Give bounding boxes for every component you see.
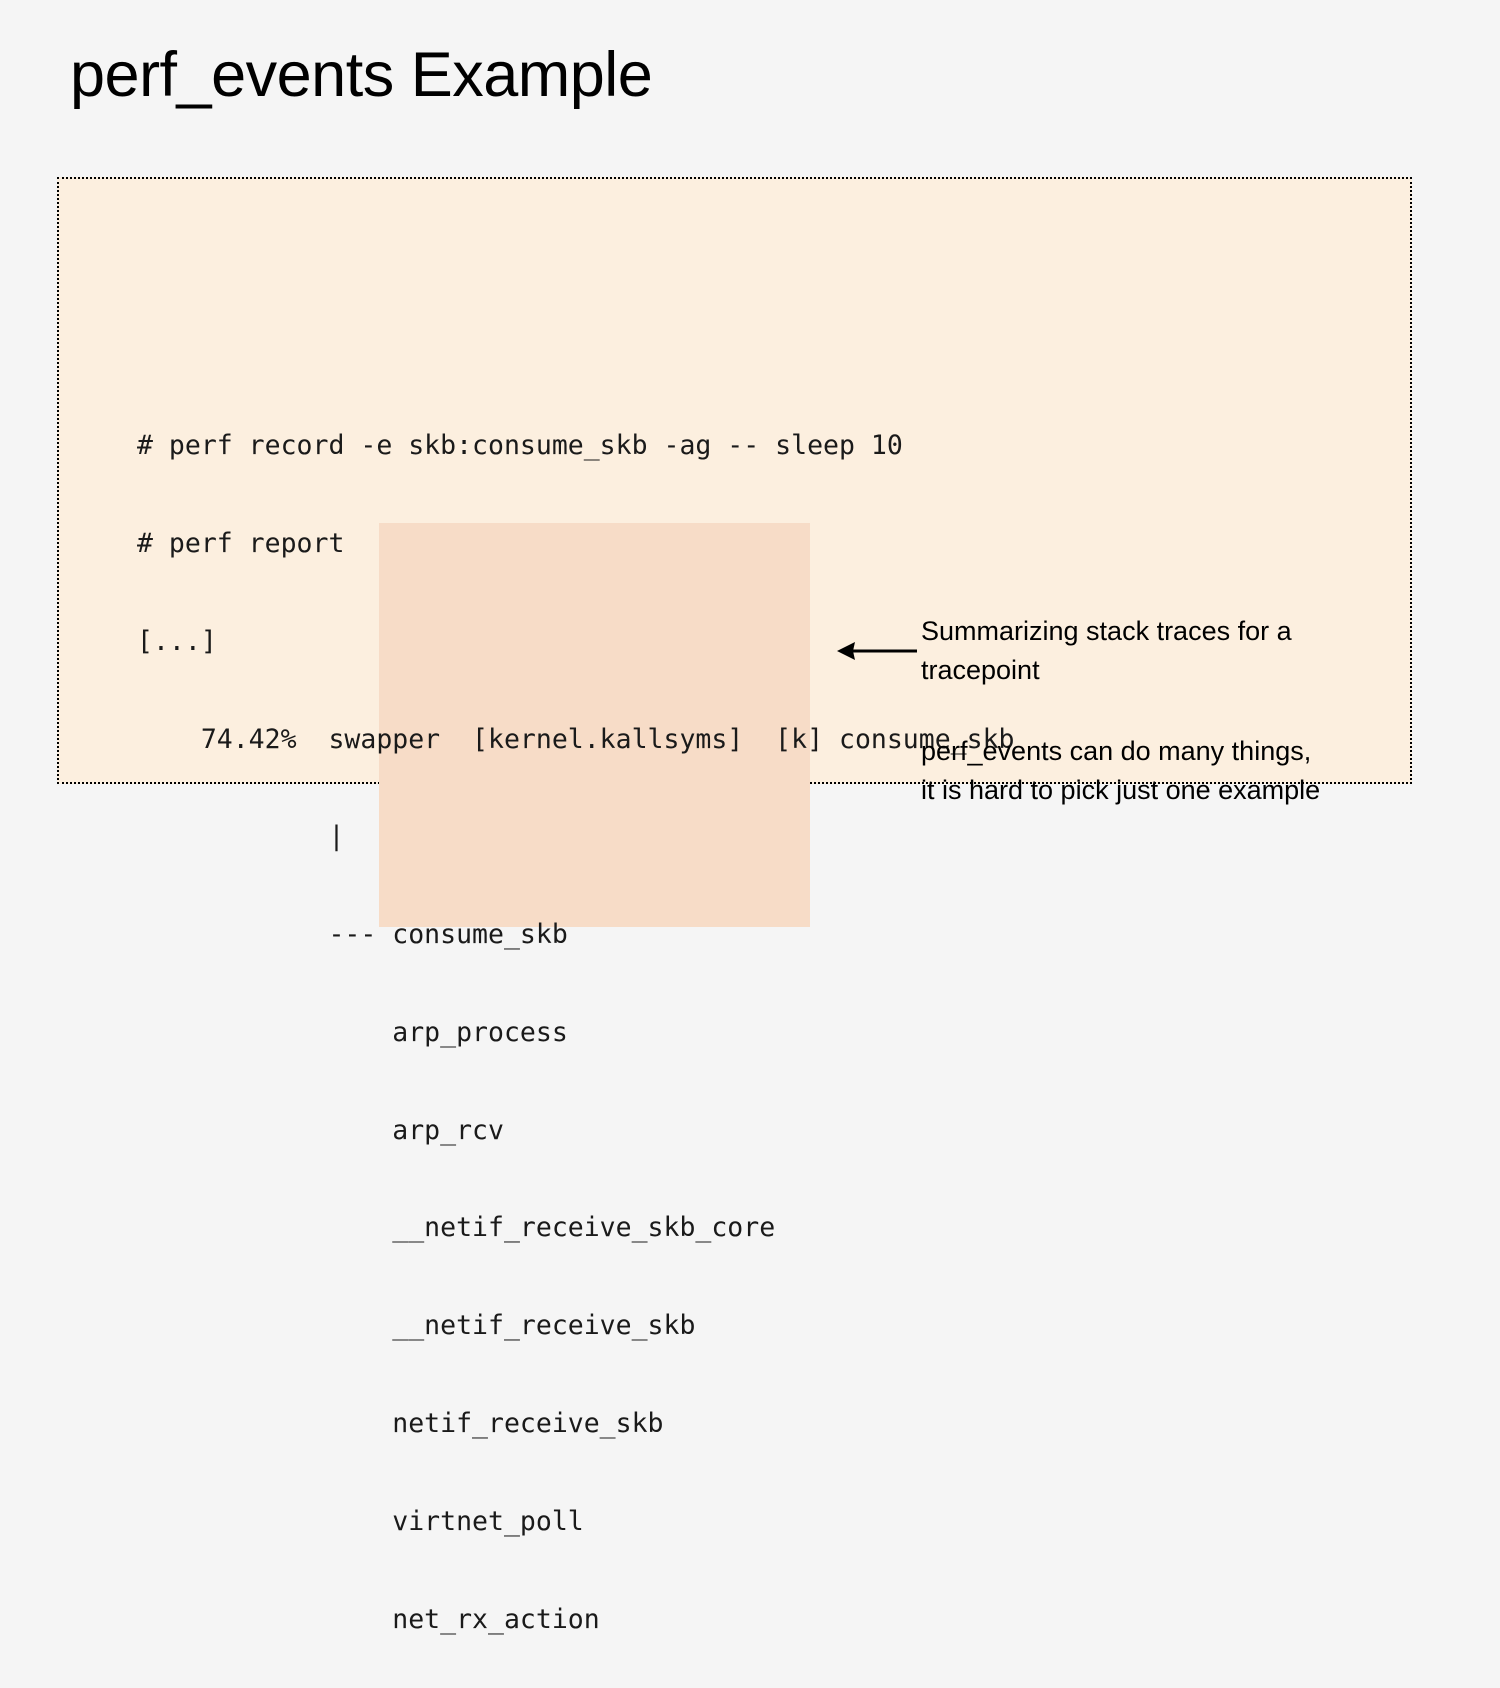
code-line: net_rx_action [137,1603,600,1635]
code-line: [...] [137,625,217,657]
code-line: 74.42% swapper [kernel.kallsyms] [k] con… [137,723,1015,755]
perf-output-text: # perf record -e skb:consume_skb -ag -- … [137,365,1015,1688]
code-line: # perf report [137,527,345,559]
code-line: __netif_receive_skb_core [137,1212,776,1244]
code-line: | [137,821,345,853]
code-line: --- consume_skb [137,919,568,951]
page-title: perf_events Example [70,40,653,110]
code-block: # perf record -e skb:consume_skb -ag -- … [57,177,1412,1635]
code-line: netif_receive_skb [137,1408,664,1439]
arrow-left-icon [837,642,917,660]
code-line: arp_process [137,1016,568,1048]
code-line: __netif_receive_skb [137,1310,696,1342]
code-line: virtnet_poll [137,1505,584,1537]
annotation-perf-capabilities: perf_events can do many things, it is ha… [921,736,1321,805]
annotation-stack-traces: Summarizing stack traces for a tracepoin… [921,616,1292,685]
code-line: arp_rcv [137,1114,504,1146]
code-line: # perf record -e skb:consume_skb -ag -- … [137,430,903,462]
